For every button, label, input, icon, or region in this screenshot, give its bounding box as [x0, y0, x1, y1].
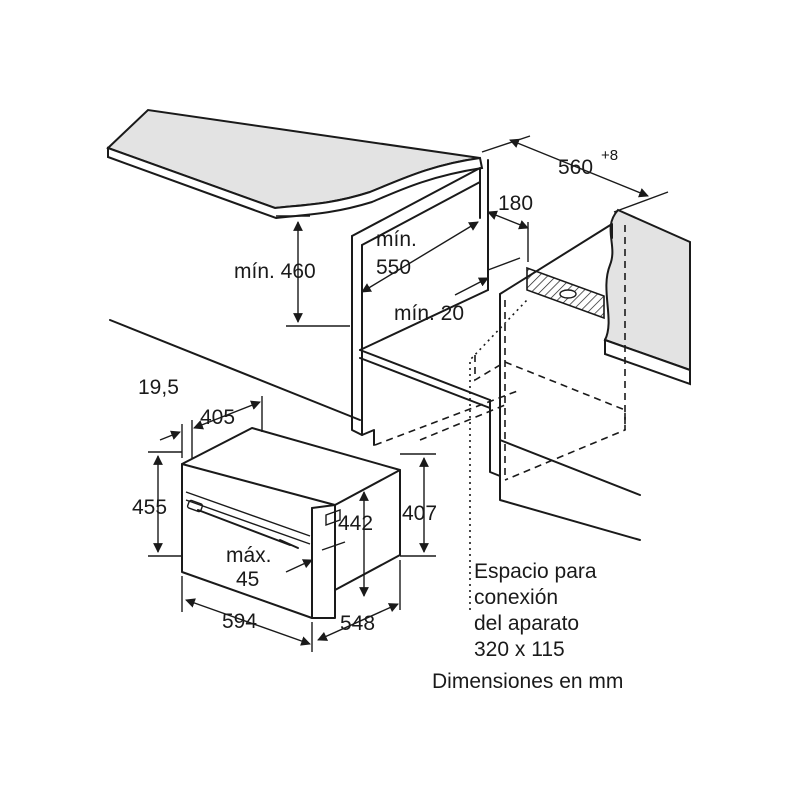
- note-line-4: 320 x 115: [474, 638, 565, 661]
- label-min-height: mín. 460: [234, 260, 316, 283]
- dimension-labels: 560 +8 180 mín. 460 mín. 550 mín. 20 19,…: [132, 147, 618, 635]
- left-countertop: [106, 108, 484, 220]
- label-width-niche: 560: [558, 156, 593, 179]
- label-height-cavity: 442: [338, 512, 373, 535]
- label-width-niche-tolerance: +8: [601, 147, 618, 164]
- label-min-depth-line1: mín.: [376, 228, 417, 251]
- note-line-1: Espacio para: [474, 560, 597, 583]
- label-max-line1: máx.: [226, 544, 272, 567]
- right-countertop: [603, 208, 691, 386]
- label-height-body: 407: [402, 502, 437, 525]
- note-line-2: conexión: [474, 586, 558, 609]
- label-depth-front: 19,5: [138, 376, 179, 399]
- label-min-depth-line2: 550: [376, 256, 411, 279]
- units-note: Dimensiones en mm: [432, 670, 623, 693]
- label-min-gap: mín. 20: [394, 302, 464, 325]
- note-line-3: del aparato: [474, 612, 579, 635]
- connection-notes: Espacio para conexión del aparato 320 x …: [432, 560, 623, 693]
- cabinet-niche: [109, 159, 641, 610]
- label-depth-body: 548: [340, 612, 375, 635]
- label-depth-panel: 405: [200, 406, 235, 429]
- label-height-front: 455: [132, 496, 167, 519]
- dimension-lines: [148, 135, 669, 652]
- label-max-line2: 45: [236, 568, 259, 591]
- label-depth-connection: 180: [498, 192, 533, 215]
- label-width-front: 594: [222, 610, 257, 633]
